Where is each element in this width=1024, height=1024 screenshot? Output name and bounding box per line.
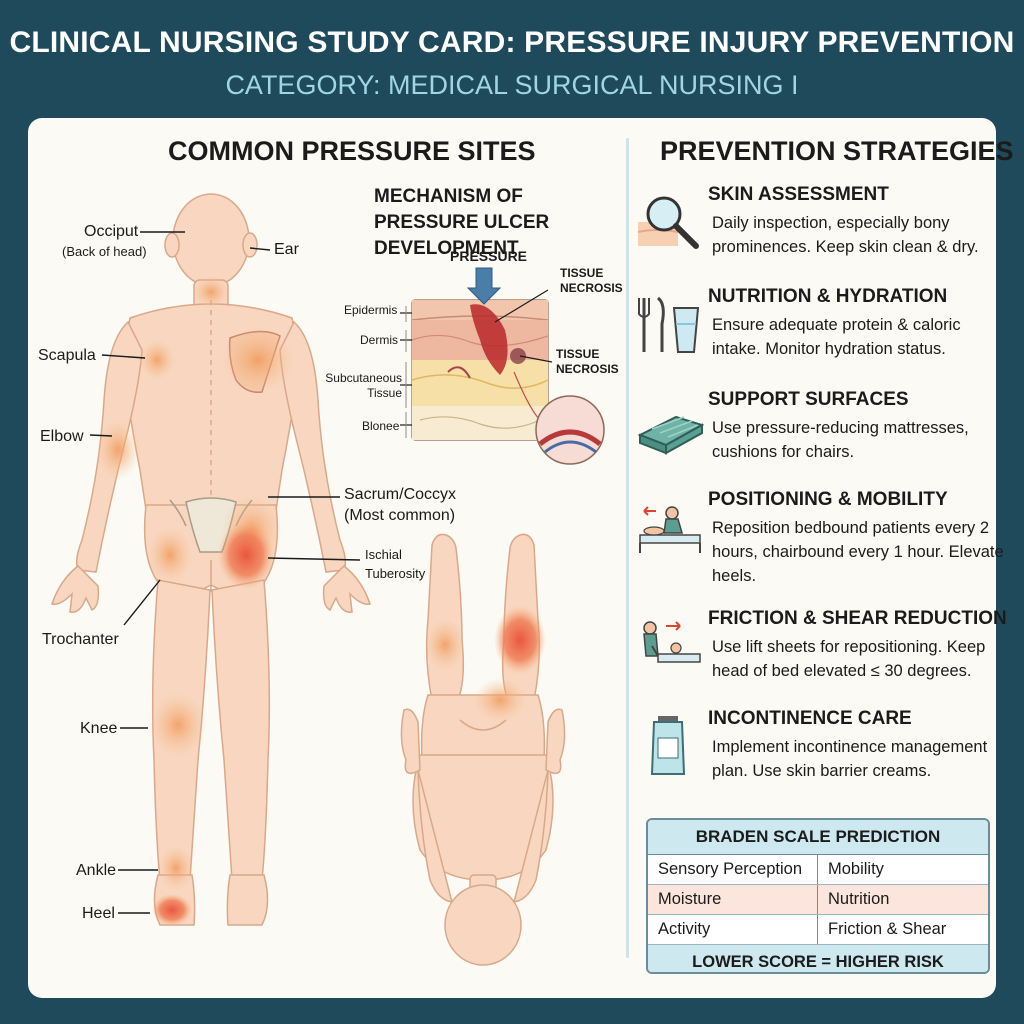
table-cell: Friction & Shear [817, 914, 988, 945]
label-trochanter: Trochanter [42, 631, 119, 648]
strategy-text: Ensure adequate protein & caloric intake… [712, 316, 961, 358]
strategy-title: FRICTION & SHEAR REDUCTION [708, 608, 1007, 629]
table-cell: Moisture [648, 884, 818, 915]
strategy-text: Implement incontinence management plan. … [712, 738, 988, 780]
pressure-arrow [466, 267, 502, 305]
label-layer-dermis: Dermis [360, 333, 398, 347]
table-row: Activity Friction & Shear [648, 914, 988, 945]
lift-sheet-icon [643, 621, 701, 663]
table-cell: Sensory Perception [648, 855, 818, 885]
strategy-text: Reposition bedbound patients every 2 hou… [712, 519, 1004, 585]
supine-body [400, 541, 566, 966]
pressure-spots-supine [425, 606, 546, 722]
label-ear: Ear [274, 241, 299, 258]
strategy-title: SUPPORT SURFACES [708, 389, 909, 410]
strategy-text: Use pressure-reducing mattresses, cushio… [712, 419, 969, 461]
braden-footer: LOWER SCORE = HIGHER RISK [648, 945, 988, 972]
label-pointers [89, 231, 361, 914]
label-pressure: PRESSURE [450, 248, 528, 264]
label-tissue-necrosis-top: TISSUE NECROSIS [560, 266, 623, 295]
braden-title: BRADEN SCALE PREDICTION [648, 820, 988, 855]
label-scapula: Scapula [38, 347, 96, 364]
magnifier-icon [637, 196, 699, 249]
mattress-icon [637, 415, 704, 455]
skin-cross-section [411, 299, 549, 441]
page-subtitle: CATEGORY: MEDICAL SURGICAL NURSING I [225, 70, 799, 100]
strategy-text: Daily inspection, especially bony promin… [712, 214, 979, 256]
page-title: CLINICAL NURSING STUDY CARD: PRESSURE IN… [9, 26, 1015, 59]
strategy-text: Use lift sheets for repositioning. Keep … [712, 638, 986, 680]
prevention-strategies-title: PREVENTION STRATEGIES [660, 136, 1014, 166]
strategy-title: INCONTINENCE CARE [708, 708, 912, 729]
table-cell: Activity [648, 914, 818, 945]
pressure-spots-standing [96, 276, 294, 926]
bed-reposition-icon [639, 506, 701, 553]
label-ankle: Ankle [76, 862, 117, 879]
label-occiput: Occiput [84, 223, 139, 240]
label-layer-subcutaneous: Subcutaneous Tissue [325, 371, 402, 400]
label-layer-bone: Blonee [362, 419, 400, 433]
label-ischial-tuberosity: Tuberosity [365, 566, 426, 581]
label-ischial: Ischial [365, 547, 402, 562]
label-tissue-necrosis-mid: TISSUE NECROSIS [556, 347, 619, 376]
strategy-title: NUTRITION & HYDRATION [708, 286, 948, 307]
label-sacrum: Sacrum/Coccyx [344, 486, 457, 503]
label-elbow: Elbow [40, 428, 84, 445]
column-divider [626, 138, 629, 958]
label-knee: Knee [80, 720, 118, 737]
label-layer-epidermis: Epidermis [344, 303, 398, 317]
label-occiput-note: (Back of head) [62, 244, 147, 259]
table-cell: Nutrition [817, 884, 988, 915]
table-cell: Mobility [817, 855, 988, 885]
strategy-title: SKIN ASSESSMENT [708, 184, 889, 205]
cream-tube-icon [650, 716, 686, 775]
strategy-title: POSITIONING & MOBILITY [708, 489, 948, 510]
table-row: Sensory Perception Mobility [648, 855, 988, 885]
pressure-sites-title: COMMON PRESSURE SITES [168, 136, 536, 166]
label-sacrum-note: (Most common) [344, 507, 456, 524]
table-row: Moisture Nutrition [648, 884, 988, 915]
label-heel: Heel [82, 905, 115, 922]
fork-knife-glass-icon [638, 296, 700, 353]
braden-scale-table: BRADEN SCALE PREDICTION Sensory Percepti… [646, 818, 990, 974]
mechanism-title: MECHANISM OF PRESSURE ULCER DEVELOPMENT [374, 186, 550, 259]
